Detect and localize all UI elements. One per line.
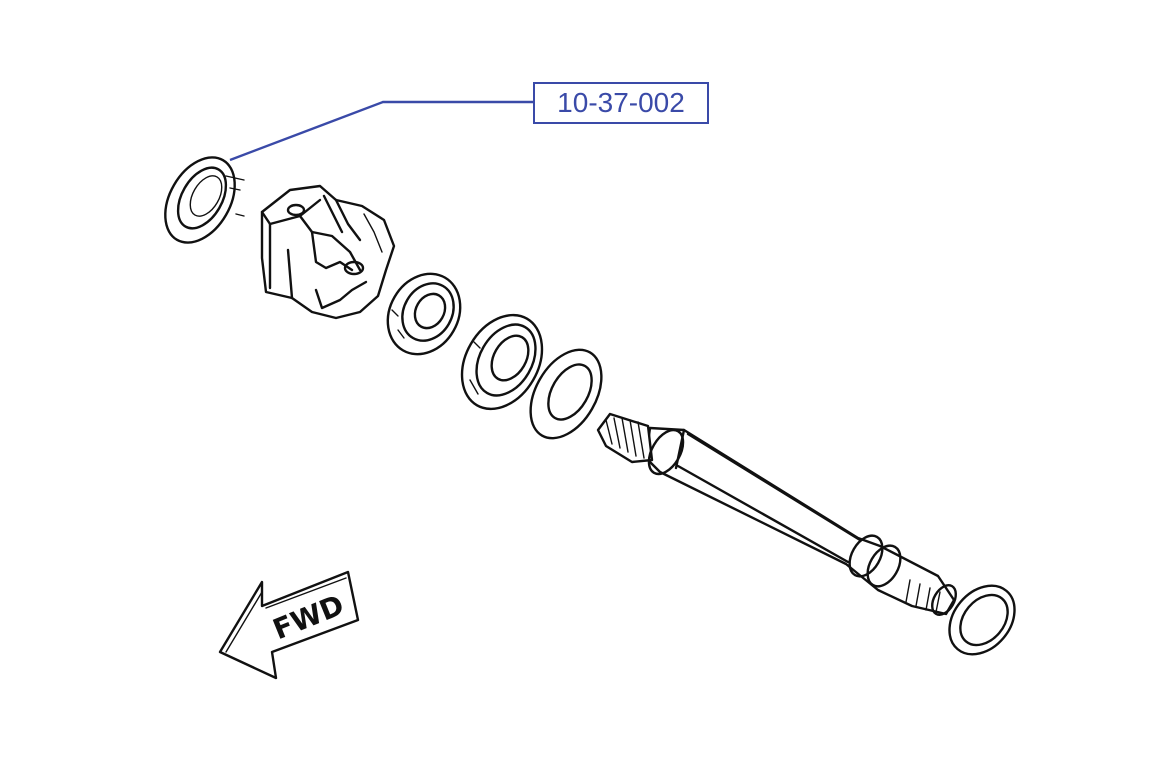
arrow-left-icon xyxy=(218,570,360,680)
ball-bearing-part xyxy=(386,272,462,356)
splined-shaft-part xyxy=(596,412,957,616)
part-number-label: 10-37-002 xyxy=(557,87,685,118)
thrust-washer-part xyxy=(529,348,603,440)
cam-housing-part xyxy=(260,184,396,320)
callout-leader-line xyxy=(229,100,533,162)
forward-direction-arrow: FWD xyxy=(218,570,360,680)
spacer-ring-part xyxy=(460,313,544,411)
end-washer-part xyxy=(948,584,1016,656)
part-number-callout: 10-37-002 xyxy=(533,82,709,124)
oil-seal-part xyxy=(164,156,245,244)
